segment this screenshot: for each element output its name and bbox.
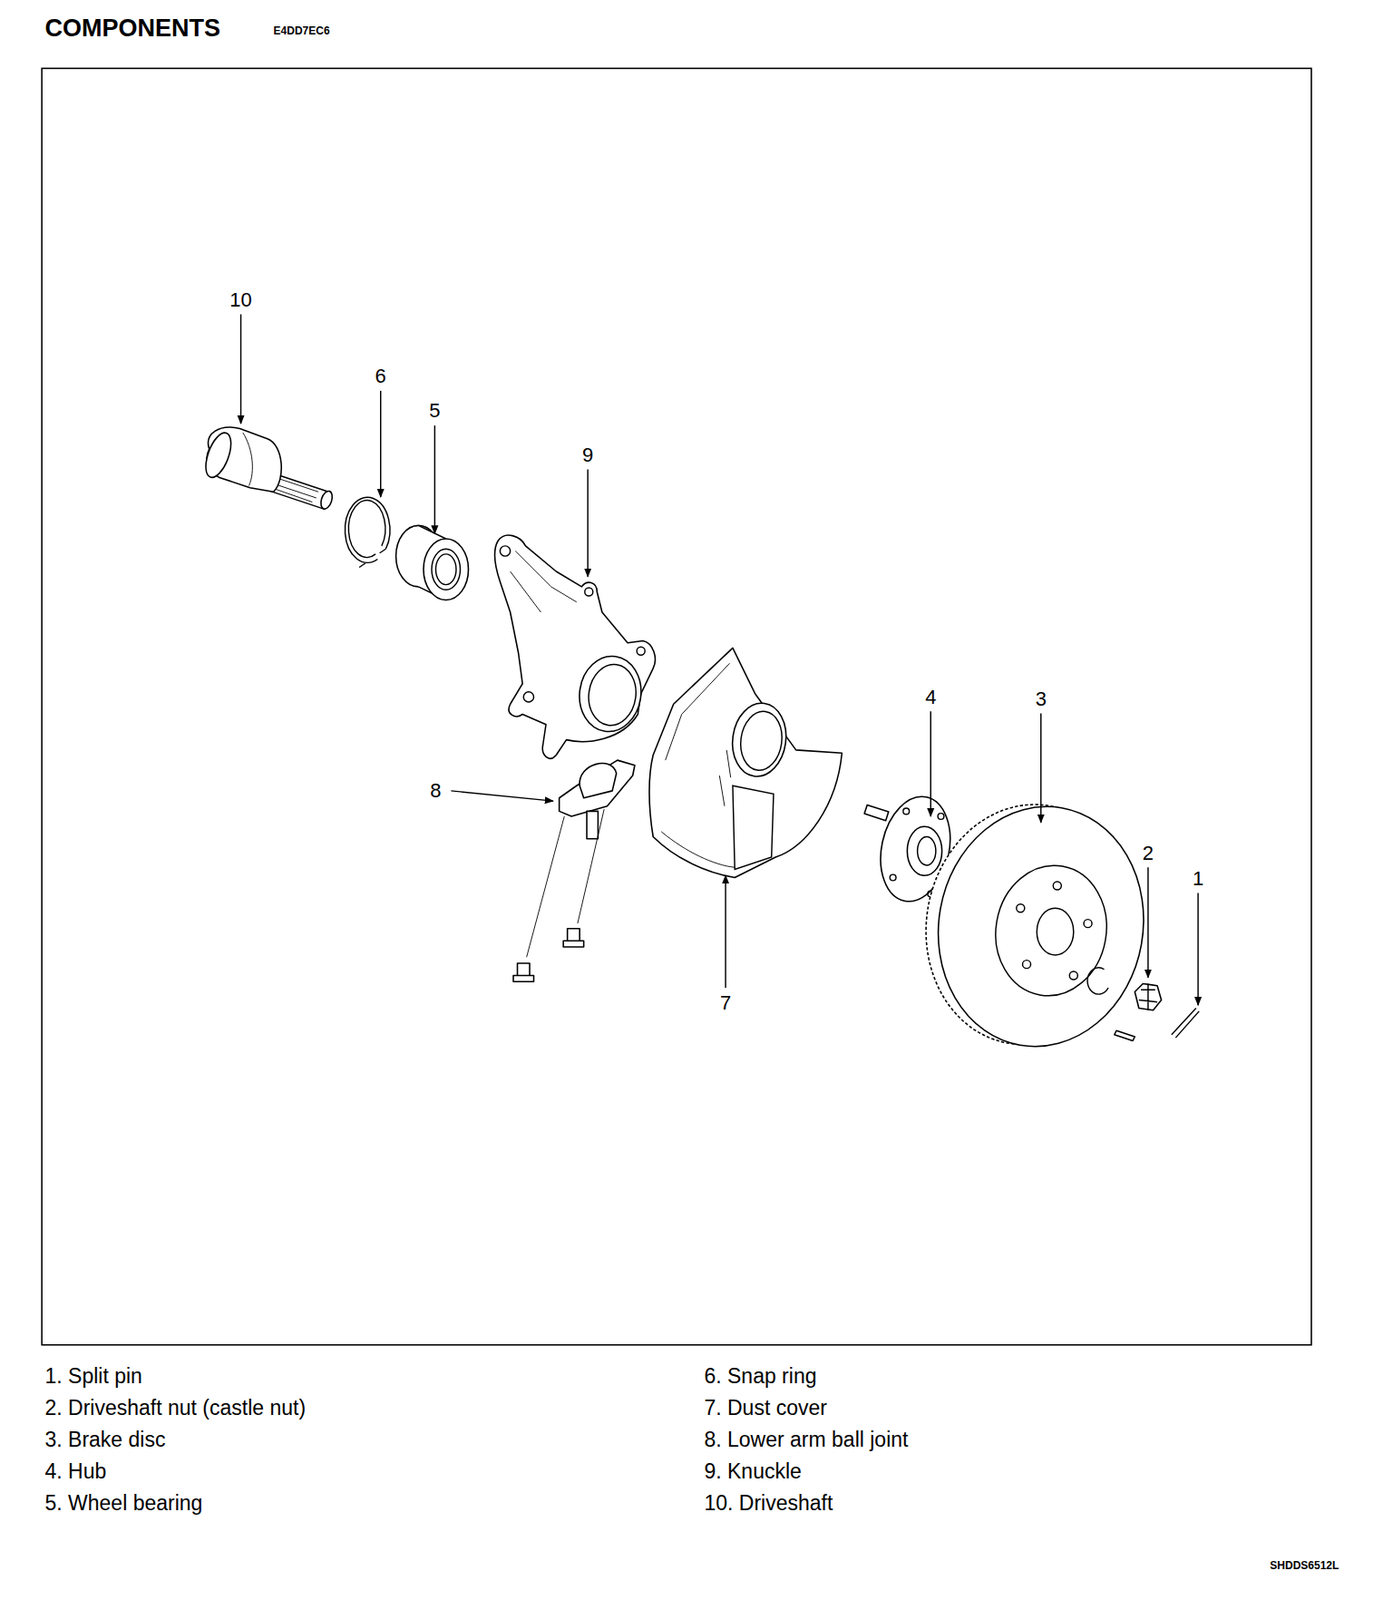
ball-joint-drawing	[513, 759, 635, 982]
part-list-item: 9. Knuckle	[703, 1460, 801, 1483]
part-list-item: 8. Lower arm ball joint	[703, 1428, 908, 1452]
frame	[41, 68, 1312, 1345]
callout-number: 2	[1142, 842, 1154, 865]
callout-number: 9	[582, 444, 594, 467]
driveshaft-drawing	[200, 427, 334, 511]
callout-number: 10	[229, 289, 252, 312]
figure-id: SHDDS6512L	[1269, 1560, 1339, 1573]
wheel-bearing-drawing	[396, 525, 469, 600]
callout-number: 8	[429, 779, 441, 802]
snap-ring-drawing	[344, 496, 390, 567]
part-list-item: 2. Driveshaft nut (castle nut)	[45, 1396, 307, 1420]
brake-disc-drawing	[906, 788, 1162, 1063]
callout-number: 3	[1035, 688, 1047, 711]
callout-number: 7	[720, 992, 731, 1014]
callout-number: 6	[375, 365, 387, 388]
knuckle-drawing	[494, 535, 655, 759]
part-list-item: 4. Hub	[45, 1460, 108, 1483]
callout-number: 1	[1192, 867, 1204, 890]
part-list-item: 3. Brake disc	[45, 1428, 166, 1452]
dust-cover-drawing	[649, 647, 842, 877]
part-list-item: 1. Split pin	[45, 1364, 143, 1388]
figure-code: E4DD7EC6	[273, 25, 331, 38]
page-title: COMPONENTS	[45, 15, 222, 43]
part-list-item: 6. Snap ring	[703, 1364, 817, 1388]
callout-number: 5	[428, 399, 440, 422]
leader-lines	[241, 314, 1199, 1006]
nut-and-pin-drawing	[1087, 967, 1199, 1042]
callout-number: 4	[925, 685, 936, 708]
part-list-item: 7. Dust cover	[703, 1396, 828, 1420]
part-list-item: 10. Driveshaft	[703, 1491, 833, 1515]
part-list-item: 5. Wheel bearing	[45, 1491, 204, 1515]
